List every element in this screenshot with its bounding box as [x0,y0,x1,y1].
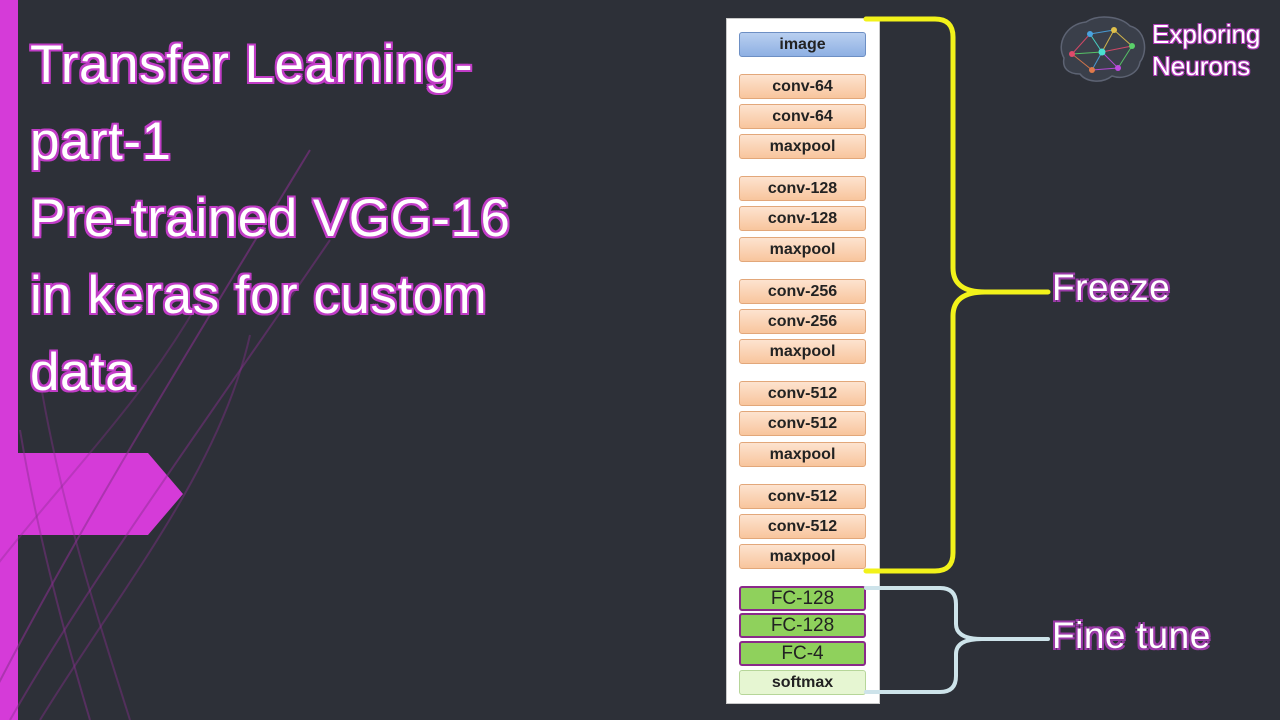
logo-text: Exploring Neurons [1152,18,1260,82]
fine-tune-brace [864,586,1050,694]
layer-conv: conv-512 [739,484,866,509]
layer-maxpool: maxpool [739,237,866,262]
layer-maxpool: maxpool [739,134,866,159]
title-line-2: part-1 [30,112,172,171]
layer-conv: conv-512 [739,411,866,436]
decorative-curves [0,149,331,720]
arrow-accent-shape [18,453,183,535]
brain-network-icon [1060,16,1146,82]
layer-conv: conv-256 [739,309,866,334]
fine-tune-label: Fine tune [1052,615,1211,656]
freeze-label: Freeze [1052,267,1171,308]
left-accent-bar [0,0,18,720]
layer-softmax: softmax [739,670,866,695]
layer-conv: conv-128 [739,176,866,201]
vgg16-architecture-panel: image conv-64 conv-64 maxpool conv-128 c… [726,18,880,704]
layer-conv: conv-64 [739,74,866,99]
layer-fc: FC-4 [739,641,866,666]
layer-maxpool: maxpool [739,339,866,364]
freeze-brace [863,16,1051,574]
layer-fc: FC-128 [739,586,866,611]
title-line-4: in keras for custom [30,266,488,325]
layer-conv: conv-512 [739,514,866,539]
video-title: Transfer Learning- part-1 Pre-trained VG… [30,26,710,411]
channel-logo: Exploring Neurons [1056,12,1276,92]
logo-line-2: Neurons [1152,51,1251,81]
title-line-1: Transfer Learning- [30,35,474,94]
layer-conv: conv-256 [739,279,866,304]
layer-maxpool: maxpool [739,442,866,467]
title-line-3: Pre-trained VGG-16 [30,189,511,248]
layer-fc: FC-128 [739,613,866,638]
layer-conv: conv-64 [739,104,866,129]
layer-input: image [739,32,866,57]
layer-conv: conv-512 [739,381,866,406]
layer-maxpool: maxpool [739,544,866,569]
layer-conv: conv-128 [739,206,866,231]
title-line-5: data [30,343,136,402]
logo-line-1: Exploring [1152,19,1261,49]
